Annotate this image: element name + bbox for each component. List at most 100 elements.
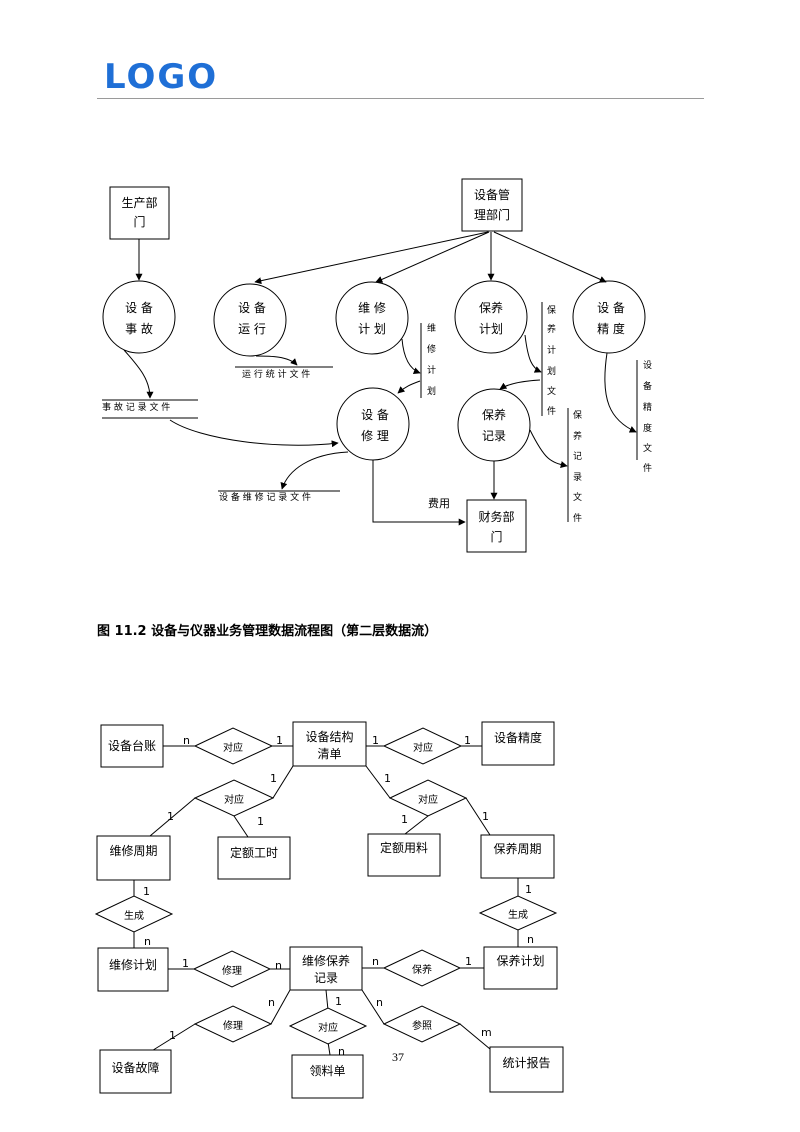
cardinality-1: 1 — [257, 815, 264, 828]
er-entity-quota-hours: 定额工时 — [217, 836, 291, 880]
entity-finance-dept: 财务部 门 — [466, 499, 527, 553]
process-label-line2: 运 行 — [238, 322, 266, 336]
er-entity-label: 维修计划 — [109, 957, 157, 972]
store-char: 计 — [427, 364, 436, 376]
store-repair-plan: 维 修 计 划 — [420, 322, 436, 398]
cardinality-1: 1 — [143, 885, 150, 898]
flow-maint-plan-to-store — [524, 334, 542, 373]
entity-label-line1: 生产部 — [121, 195, 157, 210]
store-maint-record: 保 养 记 录 文 件 — [567, 408, 582, 524]
store-char: 度 — [643, 422, 652, 434]
figure-caption: 图 11.2 设备与仪器业务管理数据流程图（第二层数据流） — [97, 624, 438, 639]
store-char: 保 — [547, 304, 556, 316]
er-rel-label: 修理 — [223, 1019, 243, 1032]
cardinality-1: 1 — [182, 957, 189, 970]
store-char: 保 — [573, 409, 582, 421]
er-rel-label: 生成 — [124, 909, 144, 922]
process-precision: 设 备 精 度 — [572, 280, 646, 354]
cardinality-n: n — [268, 996, 275, 1009]
header-rule — [97, 98, 704, 99]
flow-accident-to-store — [123, 349, 154, 399]
cardinality-1: 1 — [372, 734, 379, 747]
store-char: 维 — [427, 322, 436, 334]
store-precision: 设 备 精 度 文 件 — [636, 360, 652, 474]
er-rel-ledger-structure: 对应 — [193, 727, 274, 765]
store-maint-plan: 保 养 计 划 文 件 — [541, 302, 556, 417]
cardinality-1: 1 — [464, 734, 471, 747]
er-rel-label: 保养 — [412, 963, 432, 976]
er-rel-structure-repair-cycle: 对应 — [193, 779, 275, 817]
er-entity-label-line1: 维修保养 — [302, 953, 350, 968]
process-label-line2: 计划 — [479, 322, 503, 336]
flow-run-to-store — [255, 355, 298, 366]
store-label: 事 故 记 录 文 件 — [102, 401, 170, 413]
cardinality-n: n — [527, 933, 534, 946]
process-label-line1: 设 备 — [361, 408, 389, 422]
er-entity-label: 定额工时 — [230, 845, 278, 860]
flow-store-to-maint-record — [499, 379, 541, 390]
flow-repair-to-finance — [372, 460, 466, 526]
er-entity-ledger: 设备台账 — [100, 724, 164, 768]
er-entity-label: 保养计划 — [496, 953, 544, 968]
er-entity-record: 维修保养 记录 — [289, 946, 363, 991]
er-rel-repair-plan-record: 修理 — [192, 950, 272, 988]
process-label-line2: 精 度 — [597, 321, 625, 336]
entity-production-dept: 生产部 门 — [109, 186, 170, 240]
flow-repair-to-store — [280, 451, 349, 490]
process-maint-record: 保养 记录 — [457, 388, 531, 462]
cardinality-n: n — [372, 955, 379, 968]
cardinality-1: 1 — [169, 1029, 176, 1042]
er-rel-label: 修理 — [222, 964, 242, 977]
er-entity-repair-cycle: 维修周期 — [96, 835, 171, 881]
cardinality-n: n — [338, 1045, 345, 1058]
cardinality-n: n — [275, 959, 282, 972]
store-char: 备 — [643, 380, 652, 392]
er-entity-label: 设备精度 — [494, 730, 542, 745]
flow-precision-to-store — [604, 352, 637, 433]
process-label-line1: 设 备 — [597, 301, 625, 315]
page-number: 37 — [392, 1050, 404, 1064]
er-rel-label: 对应 — [223, 741, 243, 754]
cardinality-1: 1 — [465, 955, 472, 968]
er-entity-label-line1: 设备结构 — [305, 729, 353, 744]
er-rel-label: 对应 — [224, 793, 244, 806]
store-char: 划 — [547, 365, 556, 377]
data-flow-diagram: 生产部 门 设备管 理部门 财务部 门 设 备 事 故 设 备 运 行 维 修 … — [102, 178, 652, 553]
cardinality-m: m — [481, 1026, 492, 1039]
cardinality-1: 1 — [167, 810, 174, 823]
store-accident-record: 事 故 记 录 文 件 — [102, 399, 198, 419]
store-char: 录 — [573, 472, 582, 483]
cardinality-1: 1 — [276, 734, 283, 747]
store-repair-record: 设 备 维 修 记 录 文 件 — [218, 490, 340, 503]
process-label-line2: 记录 — [482, 429, 506, 443]
process-label-line1: 维 修 — [358, 300, 386, 315]
process-label-line1: 设 备 — [125, 301, 153, 315]
er-rel-generate-repair: 生成 — [94, 895, 174, 933]
er-entity-label: 领料单 — [309, 1064, 345, 1078]
er-entity-label: 保养周期 — [493, 841, 541, 856]
er-entity-label-line2: 记录 — [314, 971, 338, 985]
process-label-line2: 修 理 — [361, 428, 389, 443]
er-rel-label: 参照 — [412, 1019, 432, 1032]
cardinality-1: 1 — [335, 995, 342, 1008]
er-entity-repair-plan: 维修计划 — [97, 947, 169, 992]
er-connectors — [133, 745, 519, 1056]
cardinality-1: 1 — [384, 772, 391, 785]
entity-label-line1: 设备管 — [474, 187, 510, 202]
er-rel-label: 对应 — [413, 741, 433, 754]
er-rel-record-material: 对应 — [288, 1007, 368, 1045]
er-entity-material-slip: 领料单 — [291, 1054, 364, 1099]
cardinality-n: n — [183, 734, 190, 747]
er-entity-label: 设备台账 — [108, 738, 156, 753]
entity-label-line1: 财务部 — [478, 509, 514, 524]
er-entity-label-line2: 清单 — [317, 747, 341, 761]
er-rel-record-fault: 修理 — [193, 1005, 273, 1043]
er-entity-quota-material: 定额用料 — [367, 833, 441, 877]
process-accident: 设 备 事 故 — [102, 280, 176, 354]
flow-store-to-repair — [397, 380, 421, 394]
store-char: 件 — [573, 512, 582, 524]
logo: LOGO — [104, 57, 219, 97]
flow-repair-plan-to-store — [401, 338, 421, 375]
er-entity-maint-plan: 保养计划 — [483, 946, 558, 990]
er-rel-record-maint-plan: 保养 — [382, 949, 462, 987]
